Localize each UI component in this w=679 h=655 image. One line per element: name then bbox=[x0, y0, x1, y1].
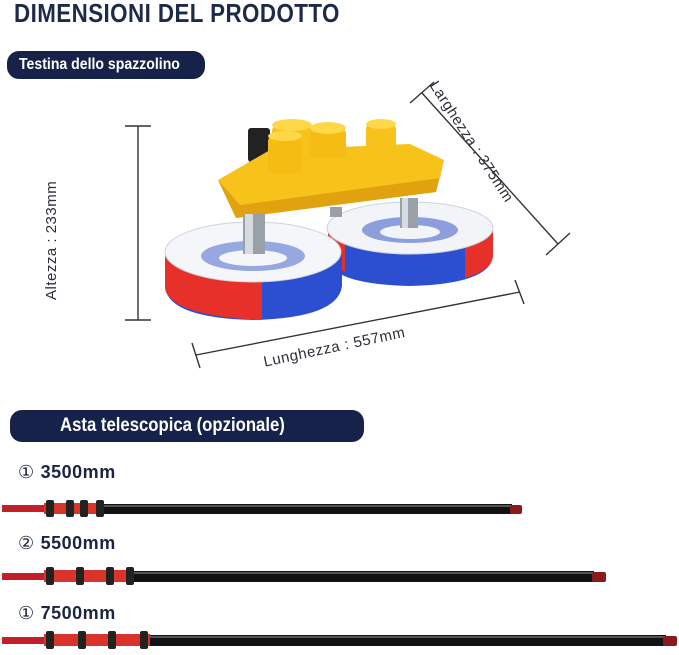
pole-marker: ① bbox=[18, 462, 35, 482]
pole-3 bbox=[2, 631, 677, 649]
pole-length: 7500mm bbox=[40, 603, 116, 623]
pole-length: 5500mm bbox=[40, 533, 116, 553]
section-label-brush-head-text: Testina dello spazzolino bbox=[19, 56, 180, 73]
pole-length: 3500mm bbox=[40, 462, 116, 482]
pole-1 bbox=[2, 500, 522, 517]
right-brush bbox=[326, 198, 494, 286]
section-label-pole: Asta telescopica (opzionale) bbox=[10, 410, 364, 442]
left-brush bbox=[164, 214, 342, 320]
section-label-pole-text: Asta telescopica (opzionale) bbox=[60, 415, 285, 436]
width-dimension-line bbox=[409, 81, 571, 256]
height-dimension-line bbox=[125, 125, 151, 321]
yellow-housing bbox=[218, 119, 444, 218]
pole-2 bbox=[2, 567, 606, 585]
pole-marker: ② bbox=[18, 533, 35, 553]
pole-marker: ① bbox=[18, 603, 35, 623]
page-title: DIMENSIONI DEL PRODOTTO bbox=[14, 0, 340, 28]
length-dimension-line bbox=[191, 279, 525, 369]
section-label-brush-head: Testina dello spazzolino bbox=[7, 51, 205, 79]
